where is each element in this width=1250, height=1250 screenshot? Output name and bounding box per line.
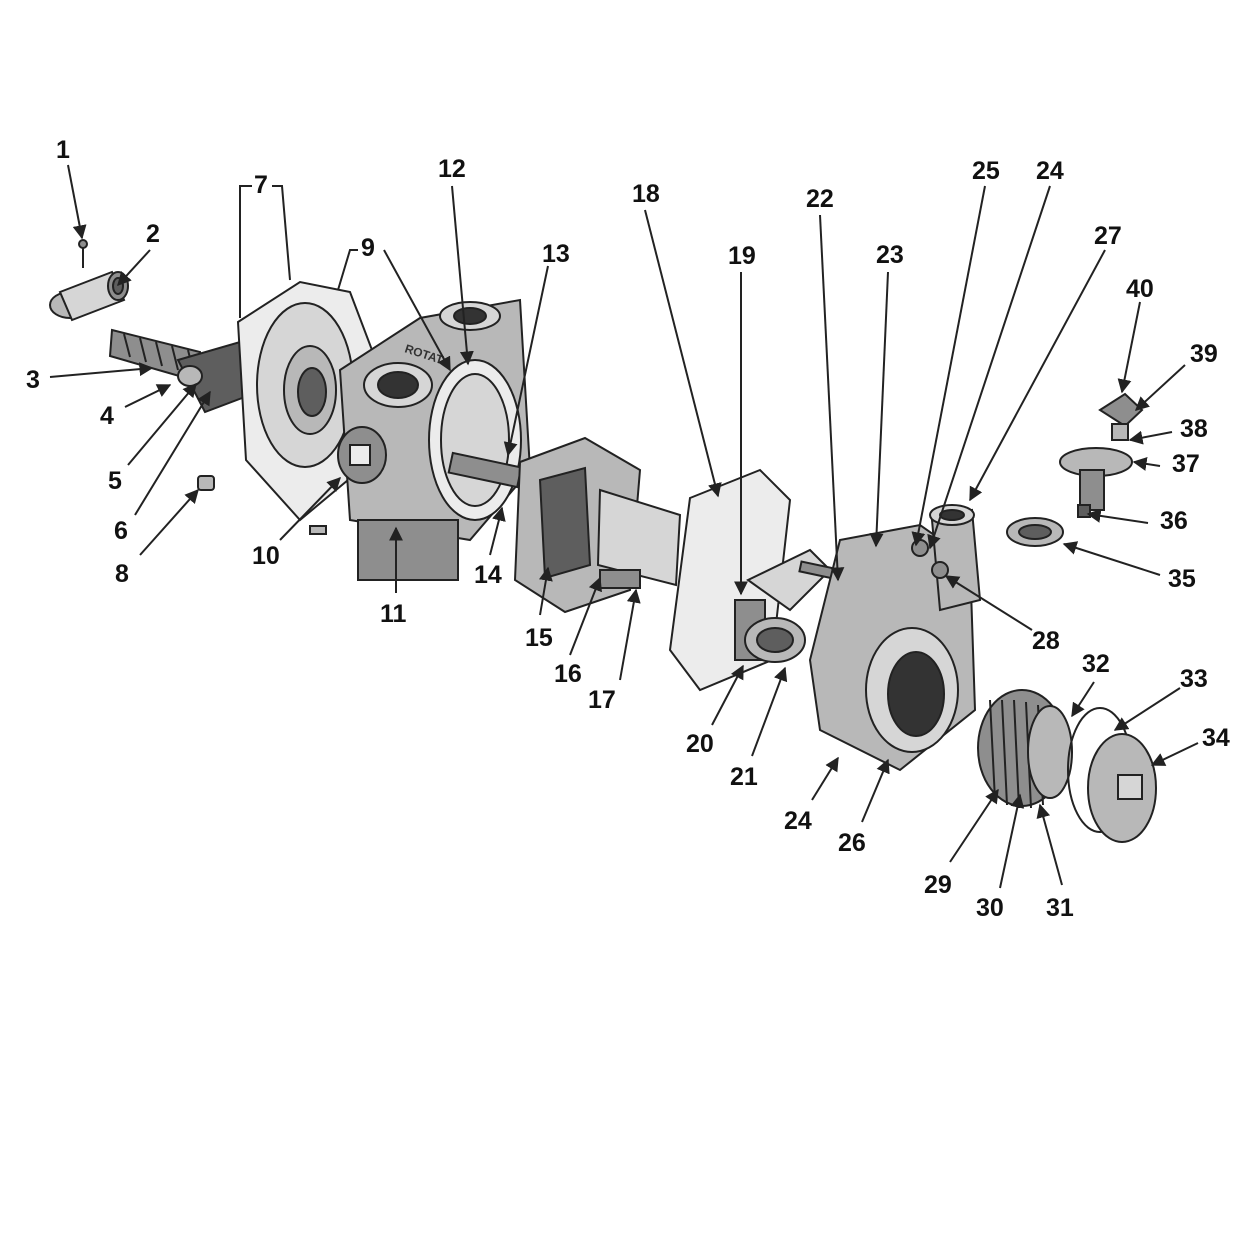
callout-11: 11	[380, 600, 407, 628]
part-pipe-plug	[197, 475, 215, 491]
callout-15: 15	[525, 624, 553, 652]
part-cap	[1087, 733, 1157, 843]
callout-7: 7	[254, 171, 268, 199]
callout-36: 36	[1160, 507, 1188, 535]
leader-lines	[49, 164, 1199, 889]
callout-1: 1	[56, 136, 70, 164]
part-shaft-worm	[108, 328, 201, 384]
callout-12: 12	[438, 155, 466, 183]
callout-33: 33	[1180, 665, 1208, 693]
callout-8: 8	[115, 560, 129, 588]
callout-39: 39	[1190, 340, 1218, 368]
part-capscrew	[309, 525, 327, 535]
part-head	[808, 504, 982, 772]
callout-25: 25	[972, 157, 1000, 185]
callout-5: 5	[108, 467, 122, 495]
part-grease-fitting	[78, 239, 88, 268]
callout-labels: 1 2 3 4 5 6 7 8 9 10 11 12 13 14 15 16 1…	[26, 136, 1230, 922]
callout-38: 38	[1180, 415, 1208, 443]
callout-14: 14	[474, 561, 502, 589]
callout-17: 17	[588, 686, 616, 714]
callout-13: 13	[542, 240, 570, 268]
callout-10: 10	[252, 542, 280, 570]
part-packing-gland	[977, 689, 1073, 809]
callout-9: 9	[361, 234, 375, 262]
callout-6: 6	[114, 517, 128, 545]
callout-40: 40	[1126, 275, 1154, 303]
part-relief-valve-adjusting	[1059, 392, 1144, 518]
callout-31: 31	[1046, 894, 1074, 922]
callout-18: 18	[632, 180, 660, 208]
callout-37: 37	[1172, 450, 1200, 478]
callout-30: 30	[976, 894, 1004, 922]
part-bearing-housing	[49, 270, 129, 322]
callout-16: 16	[554, 660, 582, 688]
callout-32: 32	[1082, 650, 1110, 678]
callout-22: 22	[806, 185, 834, 213]
callout-29: 29	[924, 871, 952, 899]
part-head-gasket-plate	[236, 280, 374, 522]
callout-27: 27	[1094, 222, 1122, 250]
callout-28: 28	[1032, 627, 1060, 655]
callout-35: 35	[1168, 565, 1196, 593]
callout-4: 4	[100, 402, 114, 430]
callout-20: 20	[686, 730, 714, 758]
callout-21: 21	[730, 763, 758, 791]
callout-2: 2	[146, 220, 160, 248]
callout-34: 34	[1202, 724, 1230, 752]
part-relief-valve-bonnet	[1006, 517, 1064, 547]
part-idler-assembly	[734, 548, 847, 663]
callout-24-bottom: 24	[784, 807, 812, 835]
callout-26: 26	[838, 829, 866, 857]
callout-24-top: 24	[1036, 157, 1064, 185]
callout-3: 3	[26, 366, 40, 394]
callout-23: 23	[876, 241, 904, 269]
callout-19: 19	[728, 242, 756, 270]
